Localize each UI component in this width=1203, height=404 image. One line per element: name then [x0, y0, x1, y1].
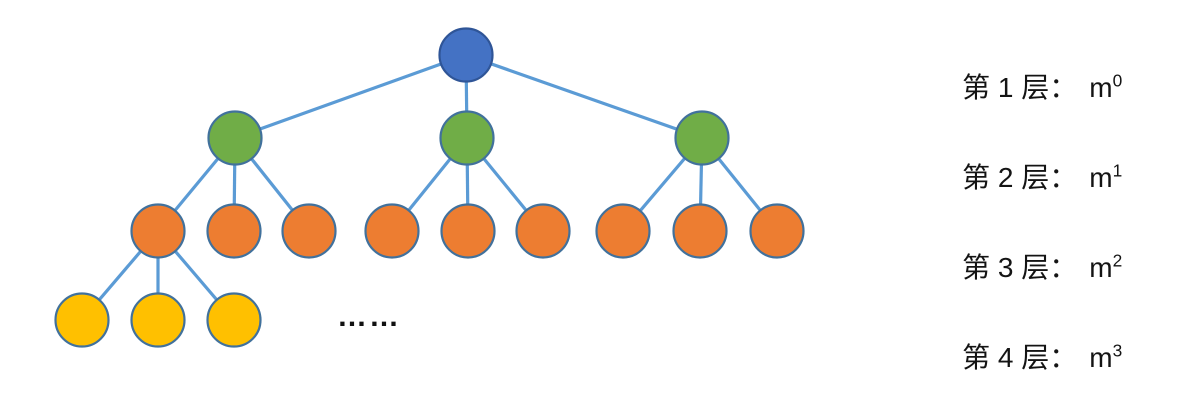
level-3-label: 第 3 层： m2 [931, 214, 1122, 283]
tree-node-level-3-4 [364, 203, 420, 259]
tree-node-level-4-3 [206, 292, 262, 348]
m-exponent: 1 [1112, 160, 1123, 181]
level-3-label-text: 第 3 层： [962, 252, 1078, 283]
tree-node-level-1-1 [438, 27, 494, 83]
tree-node-level-3-8 [672, 203, 728, 259]
level-1-formula: m0 [1089, 72, 1122, 103]
level-4-formula: m3 [1089, 342, 1122, 373]
tree-node-level-2-1 [207, 110, 263, 166]
tree-edge [465, 53, 703, 140]
tree-node-level-2-2 [439, 110, 495, 166]
m-base: m [1089, 162, 1113, 193]
m-exponent: 0 [1112, 70, 1123, 91]
tree-node-level-3-2 [206, 203, 262, 259]
level-4-label: 第 4 层： m3 [931, 304, 1122, 373]
m-exponent: 3 [1112, 340, 1123, 361]
level-2-label: 第 2 层： m1 [931, 124, 1122, 193]
tree-node-level-2-3 [674, 110, 730, 166]
m-base: m [1089, 252, 1113, 283]
tree-node-level-3-7 [595, 203, 651, 259]
tree-node-level-4-2 [130, 292, 186, 348]
level-2-label-text: 第 2 层： [962, 162, 1078, 193]
tree-node-level-4-1 [54, 292, 110, 348]
tree-edge [234, 53, 467, 140]
level-1-label: 第 1 层： m0 [931, 34, 1122, 103]
m-base: m [1089, 72, 1113, 103]
level-3-formula: m2 [1089, 252, 1122, 283]
m-base: m [1089, 342, 1113, 373]
level-1-label-text: 第 1 层： [962, 72, 1078, 103]
tree-node-level-3-5 [440, 203, 496, 259]
level-2-formula: m1 [1089, 162, 1122, 193]
ellipsis-dots: …… [337, 300, 401, 333]
level-4-label-text: 第 4 层： [962, 342, 1078, 373]
tree-node-level-3-6 [515, 203, 571, 259]
tree-node-level-3-1 [130, 203, 186, 259]
tree-node-level-3-9 [749, 203, 805, 259]
tree-node-level-3-3 [281, 203, 337, 259]
m-exponent: 2 [1112, 250, 1123, 271]
